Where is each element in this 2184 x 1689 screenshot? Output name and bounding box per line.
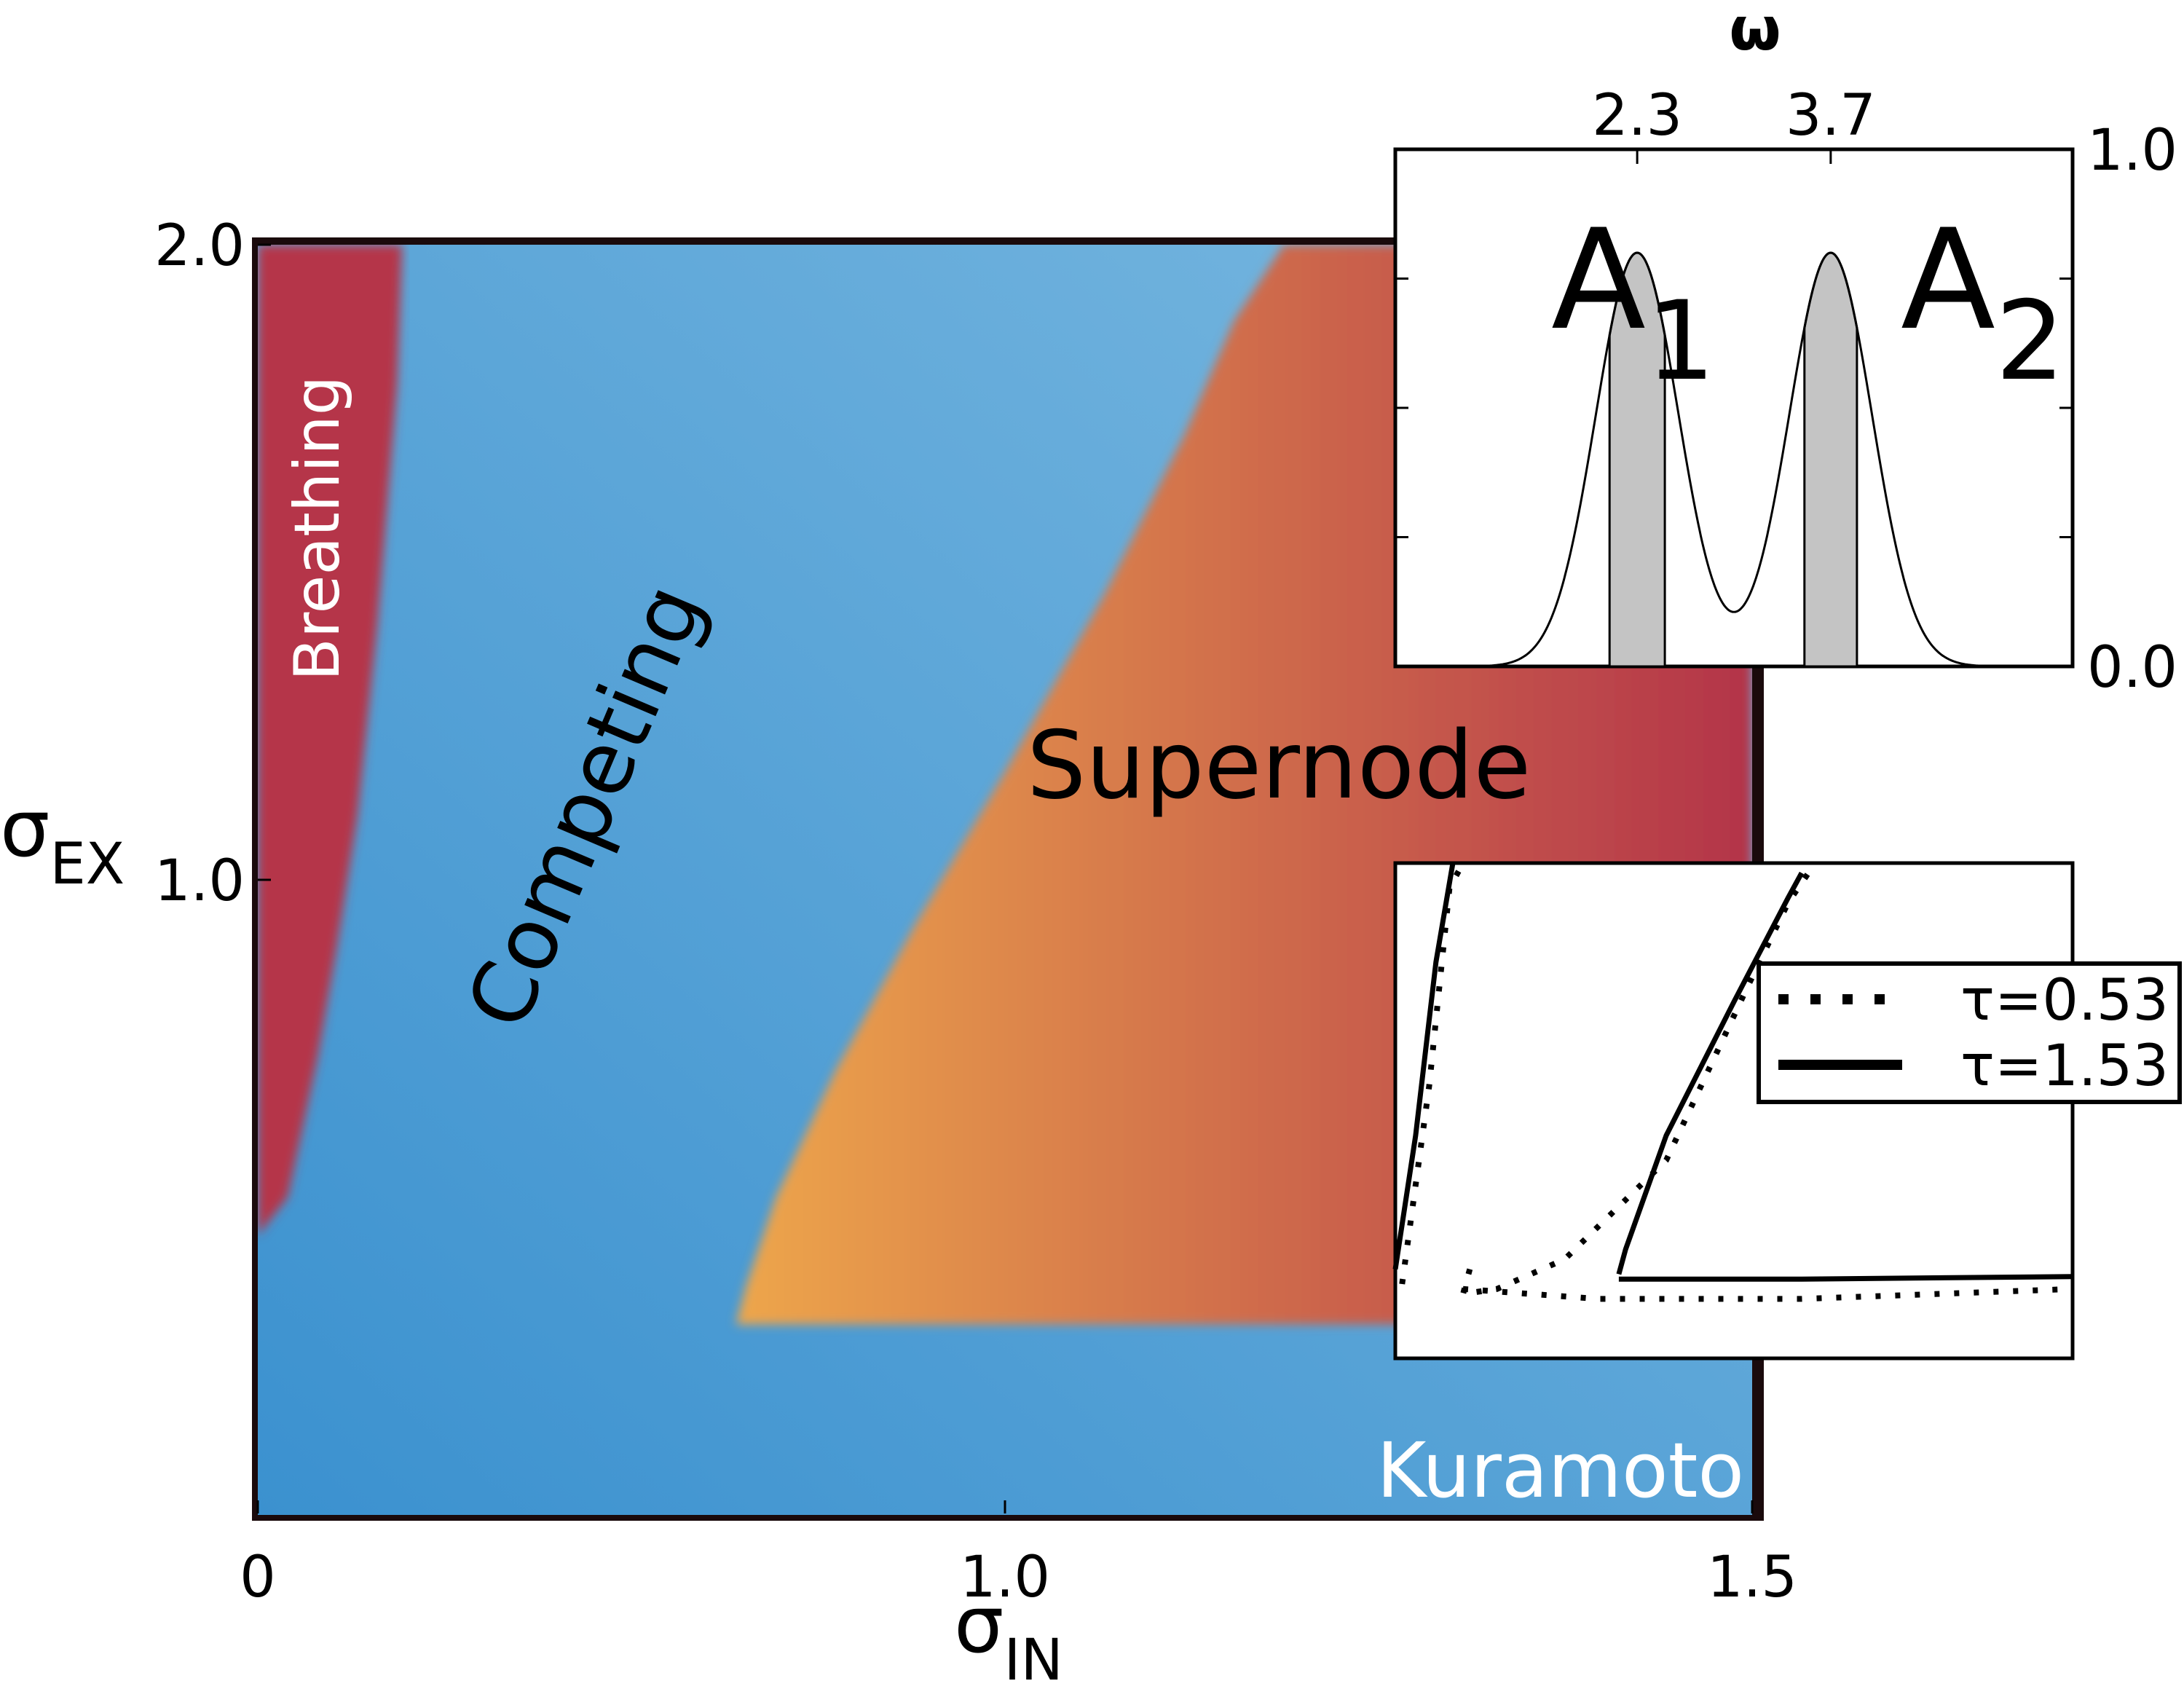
legend-label-0: τ=0.53	[1960, 968, 2169, 1034]
solid-line-1	[1392, 862, 1456, 1270]
main-x-tick-label: 1.5	[1707, 1545, 1797, 1610]
supernode-label: Supernode	[1027, 712, 1531, 820]
bottom-inset-background	[1393, 861, 2075, 1361]
peak-curve-1	[1395, 251, 1735, 668]
top-inset-y-tick-label: 1.0	[2087, 118, 2177, 184]
peak-label-a1: A1	[1551, 200, 1715, 405]
peak-curve-2	[1733, 251, 2073, 668]
main-x-tick-label: 1.0	[960, 1545, 1050, 1610]
top-inset-background	[1393, 147, 2075, 669]
main-x-ticks: 0 1.0 1.5	[240, 1500, 1797, 1610]
solid-line-3	[1618, 1274, 2073, 1282]
top-inset-x-tick-label: 2.3	[1592, 83, 1682, 149]
top-inset: 2.3 3.7 0.0 1.0 ω A1 A2	[1393, 0, 2177, 701]
dotted-line-3	[1462, 1286, 2073, 1302]
solid-line-2	[1616, 871, 1805, 1275]
y-axis-label: σEX	[0, 784, 125, 897]
top-inset-shaded-areas	[1608, 251, 1858, 668]
omega-axis-label: ω	[1729, 0, 1781, 64]
legend-box	[1757, 961, 2182, 1104]
y-axis-label-subscript: EX	[50, 832, 125, 897]
shaded-area-2	[1803, 251, 1858, 668]
kuramoto-label: Kuramoto	[1376, 1426, 1744, 1515]
legend: τ=0.53 τ=1.53	[1757, 961, 2182, 1104]
bottom-inset: τ=0.53 τ=1.53	[1392, 861, 2182, 1361]
breathing-region	[258, 245, 403, 1236]
top-inset-x-tick-label: 3.7	[1786, 83, 1876, 149]
main-y-ticks: 1.0 2.0	[154, 213, 271, 914]
top-inset-ticks: 2.3 3.7 0.0 1.0	[1395, 83, 2177, 701]
dotted-line-1	[1399, 862, 1466, 1285]
x-axis-label-subscript: IN	[1004, 1628, 1063, 1689]
main-y-tick-label: 2.0	[154, 213, 245, 279]
breathing-label: Breathing	[281, 376, 354, 681]
x-axis-label: σIN	[954, 1580, 1063, 1689]
top-inset-peak-curves	[1395, 251, 2073, 668]
peak-label-a2: A2	[1901, 200, 2065, 405]
main-y-tick-label: 1.0	[154, 849, 245, 914]
legend-label-1: τ=1.53	[1960, 1034, 2169, 1099]
top-inset-y-tick-label: 0.0	[2087, 635, 2177, 701]
bottom-inset-lines	[1392, 862, 2073, 1302]
main-x-tick-label: 0	[240, 1545, 276, 1610]
